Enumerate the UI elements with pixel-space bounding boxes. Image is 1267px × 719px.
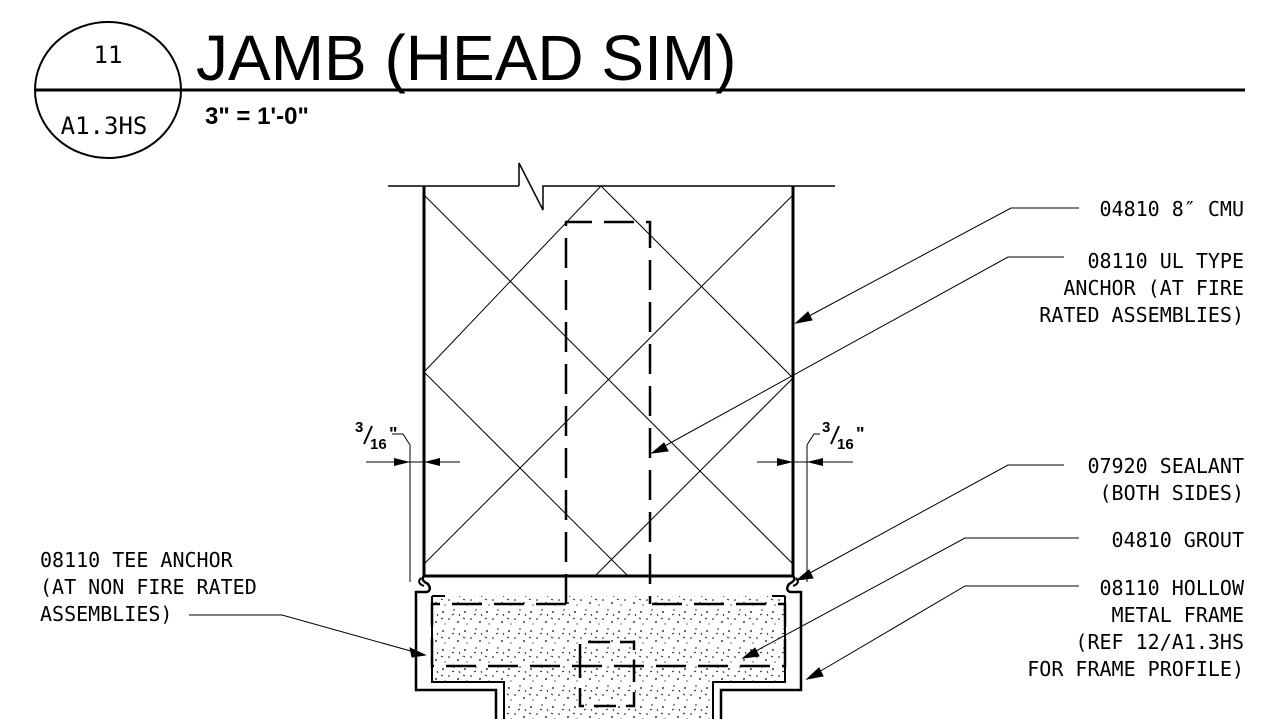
detail-sheet-ref: A1.3HS [61,112,148,140]
dimension-right: 3 16 " [757,419,865,582]
callout-grout: 04810 GROUT [1112,528,1244,552]
callout-frame: 08110 HOLLOW METAL FRAME (REF 12/A1.3HS … [1027,576,1245,681]
detail-scale: 3" = 1'-0" [205,103,309,130]
note-line: 08110 HOLLOW [1100,576,1245,600]
detail-number: 11 [94,41,123,69]
note-line: 08110 UL TYPE [1087,249,1244,273]
callout-sealant: 07920 SEALANT (BOTH SIDES) [1087,454,1244,505]
detail-title: JAMB (HEAD SIM) [196,22,736,94]
grout-fill [432,596,785,719]
dim-right-unit: " [856,424,865,444]
note-line: 04810 8″ CMU [1100,197,1245,221]
note-line: METAL FRAME [1112,603,1244,627]
detail-tag: 11 A1.3HS [34,21,1245,159]
note-line: 04810 GROUT [1112,528,1244,552]
note-line: FOR FRAME PROFILE) [1027,657,1244,681]
callout-tee-anchor: 08110 TEE ANCHOR (AT NON FIRE RATED ASSE… [40,548,257,626]
leader-lines [189,207,1079,680]
note-line: 08110 TEE ANCHOR [40,548,234,572]
break-line [518,162,835,211]
note-line: ANCHOR (AT FIRE [1063,276,1244,300]
note-line: ASSEMBLIES) [40,602,172,626]
sealant-bead-left [418,577,425,587]
dimension-left: 3 16 " [355,419,460,582]
callout-ul-anchor: 08110 UL TYPE ANCHOR (AT FIRE RATED ASSE… [1039,249,1244,327]
sealant-bead-right [792,577,799,587]
callout-cmu: 04810 8″ CMU [1100,197,1245,221]
ul-type-anchor [564,220,652,604]
dim-left-unit: " [389,424,398,444]
cmu-wall [388,162,835,578]
note-line: RATED ASSEMBLIES) [1039,303,1244,327]
note-line: (REF 12/A1.3HS [1075,630,1244,654]
dim-left-denominator: 16 [370,436,387,453]
cmu-hatch [423,185,794,577]
dim-right-numerator: 3 [822,419,830,436]
note-line: (AT NON FIRE RATED [40,575,257,599]
note-line: 07920 SEALANT [1087,454,1244,478]
dim-right-denominator: 16 [837,436,854,453]
dim-left-numerator: 3 [355,419,363,436]
note-line: (BOTH SIDES) [1100,481,1245,505]
tee-anchor [430,602,787,708]
